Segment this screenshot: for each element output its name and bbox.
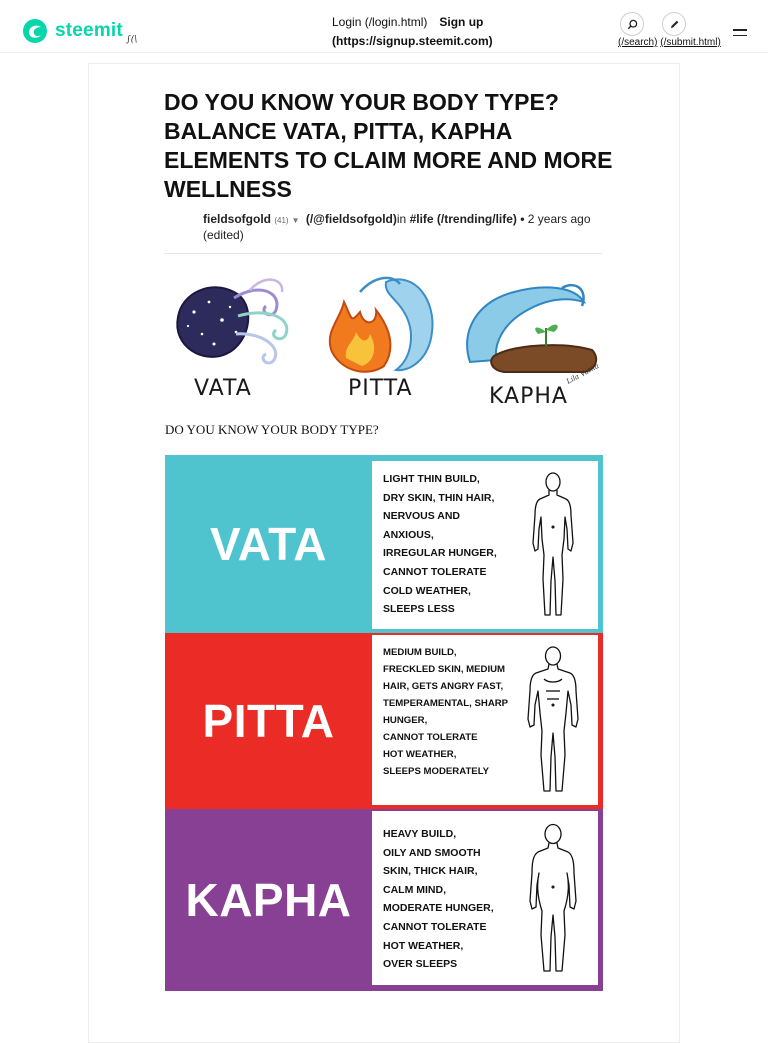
separator-dot: • [520,212,525,226]
search-link[interactable]: (/search) [618,37,658,48]
article-title: DO YOU KNOW YOUR BODY TYPE? BALANCE VATA… [164,89,613,202]
dosha-row-kapha: KAPHA HEAVY BUILD, OILY AND SMOOTH SKIN,… [165,809,603,991]
chevron-down-icon[interactable]: ▼ [291,216,300,225]
brand-name: steemit [55,20,123,41]
dosha-illustration: VATA PITTA KAPHA Lila Vatha [176,276,600,409]
dosha-row-vata: VATA LIGHT THIN BUILD, DRY SKIN, THIN HA… [165,455,603,633]
dosha-name-vata: VATA [210,518,327,570]
author-name[interactable]: fieldsofgold [203,212,271,226]
category-tag[interactable]: #life (/trending/life) [409,212,517,226]
pencil-icon [670,20,678,28]
signup-link[interactable]: Sign up [439,15,484,29]
dosha-name-pitta: PITTA [202,695,335,747]
dosha-description-vata: LIGHT THIN BUILD, DRY SKIN, THIN HAIR, N… [383,473,497,616]
kapha-illustration-label: KAPHA [489,384,568,409]
article-byline: fieldsofgold (41)▼ (/@fieldsofgold)in #l… [203,212,613,243]
dosha-row-pitta: PITTA MEDIUM BUILD, FRECKLED SKIN, MEDIU… [165,633,603,809]
submit-link[interactable]: (/submit.html) [660,37,721,48]
divider [164,253,602,254]
brand-subscript: ∫(\ [126,35,138,45]
dosha-panel-pitta: MEDIUM BUILD, FRECKLED SKIN, MEDIUM HAIR… [372,635,598,805]
post-time[interactable]: 2 years ago [527,212,591,226]
heavy-body-figure [529,823,577,972]
signup-url-link[interactable]: (https://signup.steemit.com) [332,34,493,48]
tool-links: (/search) (/submit.html) [618,37,721,48]
slim-body-figure [532,472,574,616]
search-button[interactable] [620,12,644,36]
search-icon [627,19,637,29]
author-link[interactable]: (/@fieldsofgold) [305,212,397,226]
kapha-drawing: KAPHA Lila Vatha [466,283,600,409]
edited-label: (edited) [203,228,244,242]
dosha-name-kapha: KAPHA [185,874,352,926]
top-nav: steemit ∫(\ Login (/login.html) Sign up (… [0,0,768,53]
vata-illustration-label: VATA [194,376,252,401]
dosha-panel-vata: LIGHT THIN BUILD, DRY SKIN, THIN HAIR, N… [372,461,598,629]
athletic-body-figure [527,646,579,792]
auth-links: Login (/login.html) Sign up (https://sign… [332,13,502,51]
vata-drawing: VATA [176,278,289,401]
header-tools: (/search) (/submit.html) [616,12,736,52]
submit-story-button[interactable] [662,12,686,36]
dosha-infographic: VATA LIGHT THIN BUILD, DRY SKIN, THIN HA… [165,455,603,991]
in-label: in [396,212,407,226]
steemit-logo-icon [23,19,47,43]
pitta-drawing: PITTA [328,276,434,401]
login-link[interactable]: Login (/login.html) [332,15,428,29]
article-subheading: DO YOU KNOW YOUR BODY TYPE? [165,422,379,437]
pitta-illustration-label: PITTA [348,376,413,401]
menu-icon[interactable] [733,29,747,38]
author-reputation: (41) [274,216,289,225]
dosha-description-kapha: HEAVY BUILD, OILY AND SMOOTH SKIN, THICK… [383,828,494,971]
dosha-description-pitta: MEDIUM BUILD, FRECKLED SKIN, MEDIUM HAIR… [383,647,509,777]
steemit-logo[interactable]: steemit ∫(\ [22,18,137,48]
dosha-panel-kapha: HEAVY BUILD, OILY AND SMOOTH SKIN, THICK… [372,811,598,985]
